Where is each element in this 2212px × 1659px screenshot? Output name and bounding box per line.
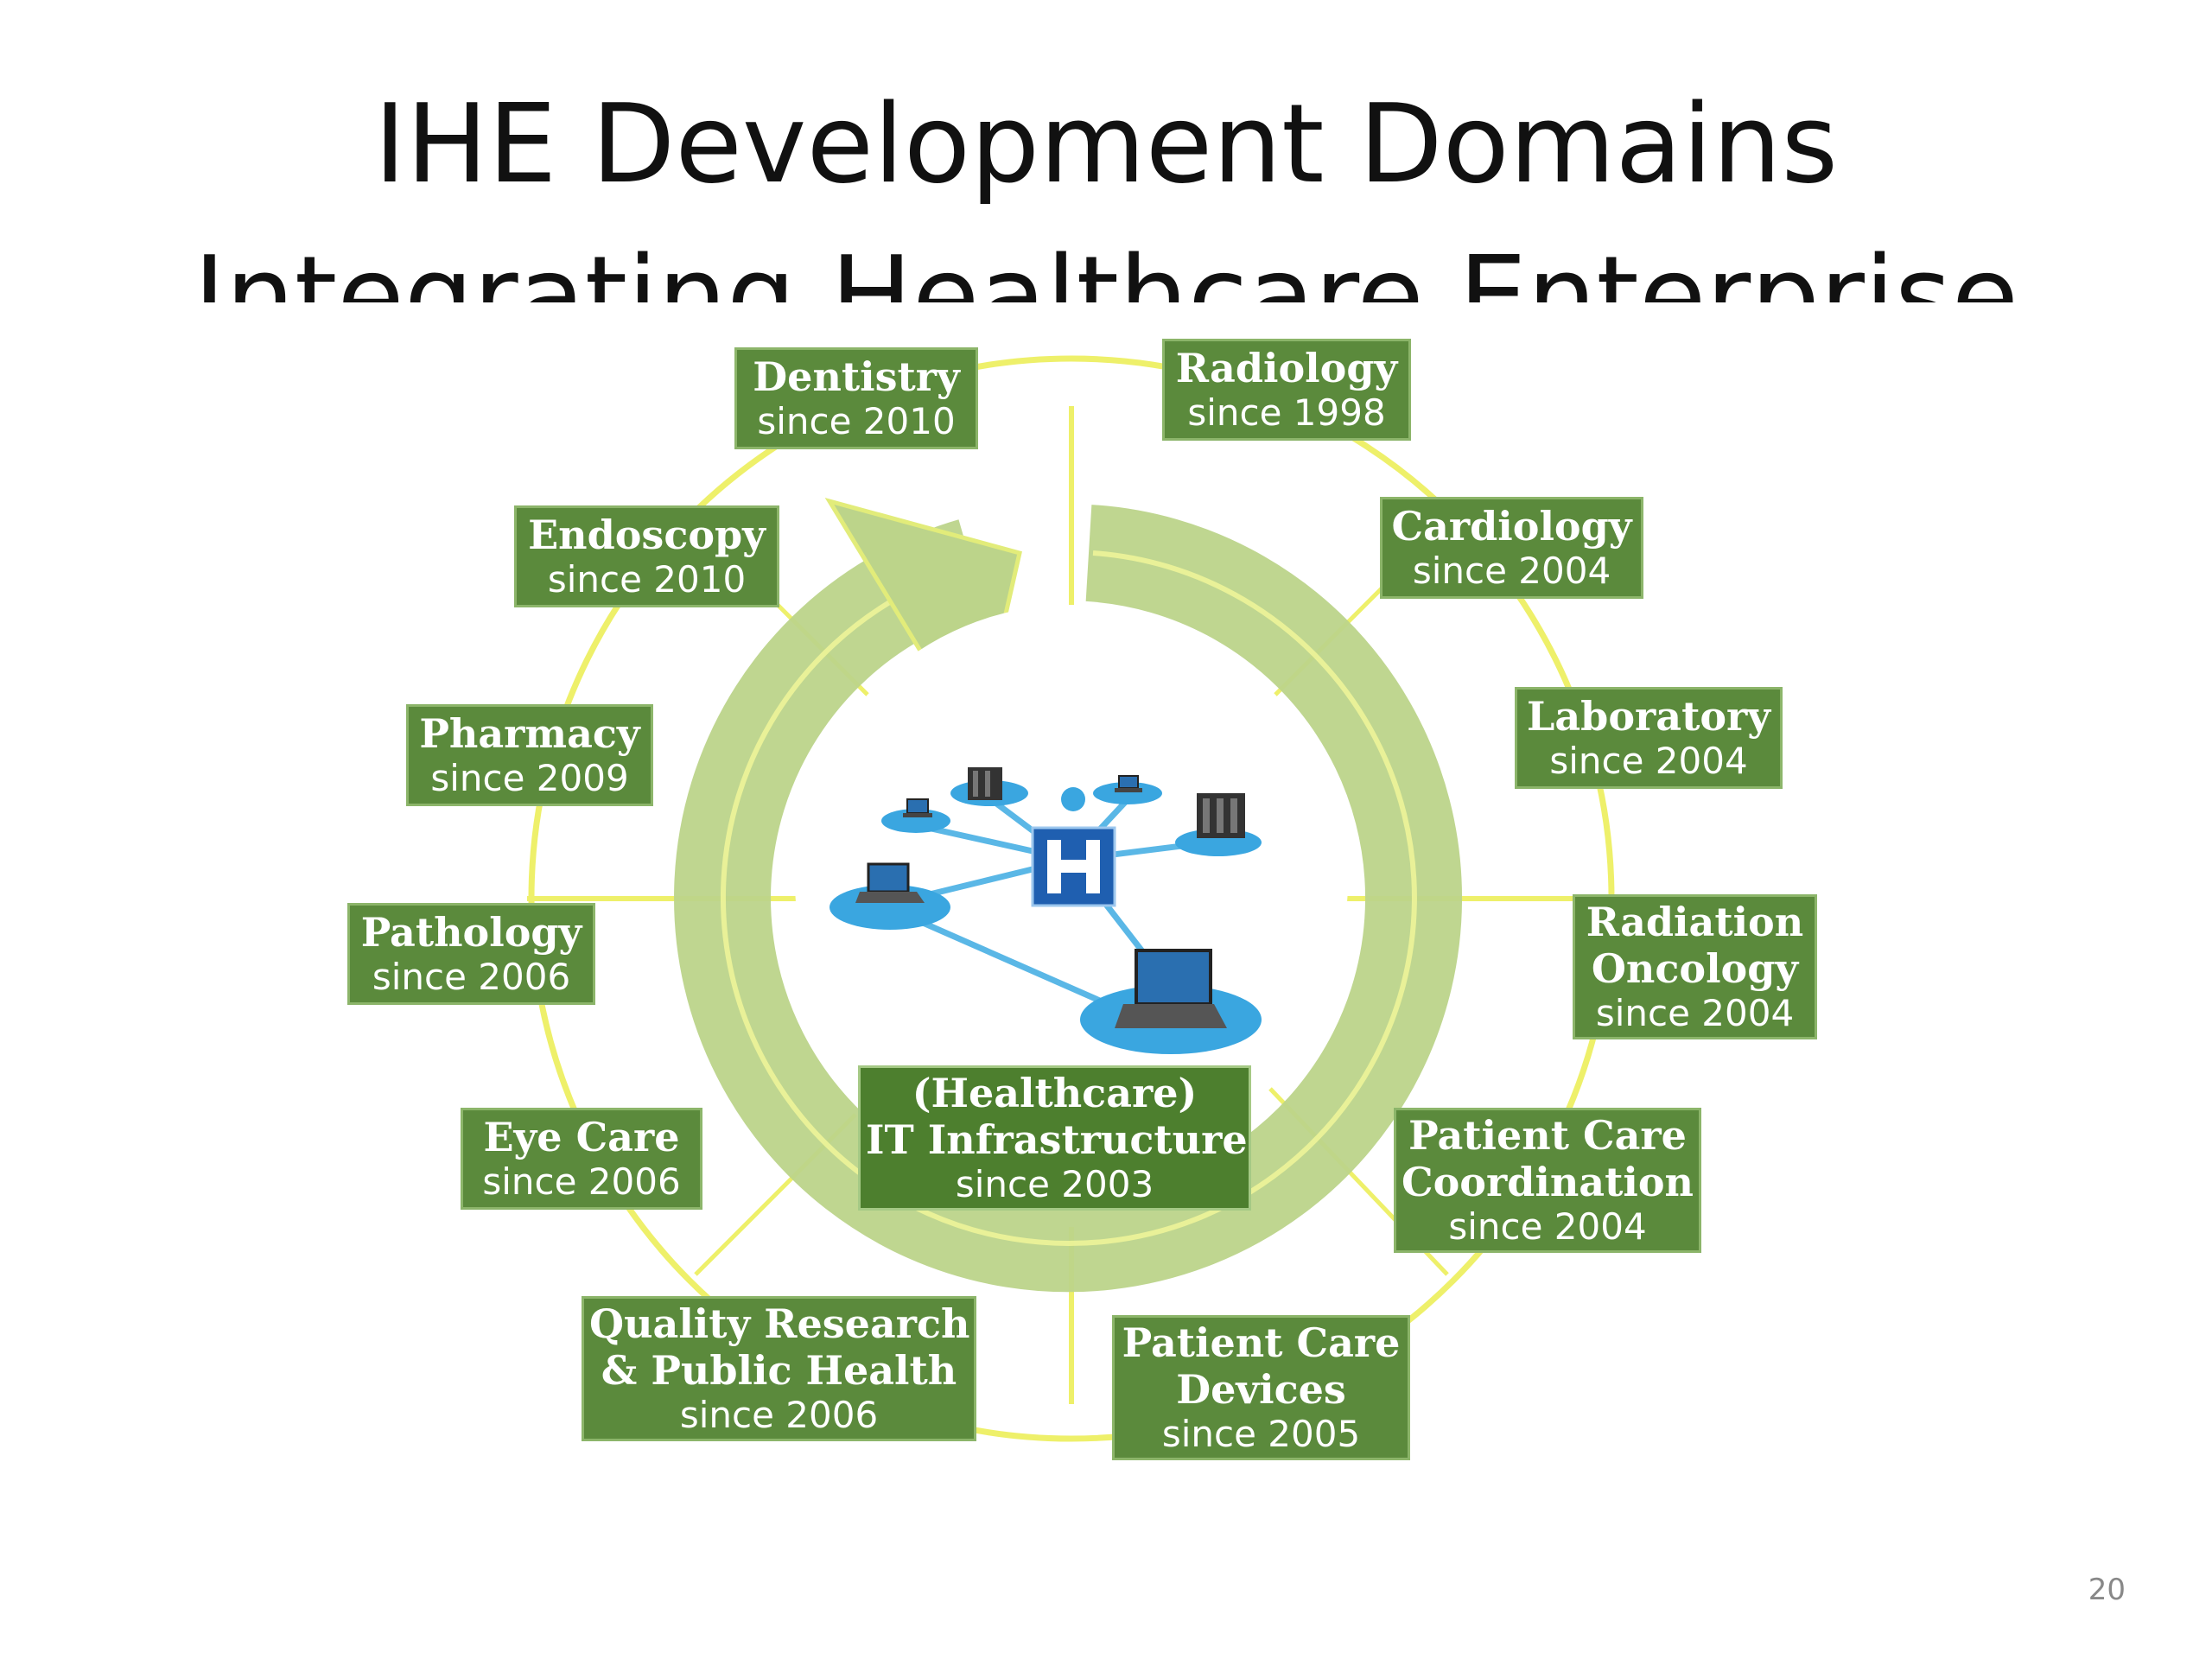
laptop-icon — [1115, 949, 1227, 1028]
page-number: 20 — [2088, 1573, 2126, 1607]
slide-subtitle-clip: Integrating Healthcare Enterprise — [0, 216, 2212, 302]
domain-box-dentistry: Dentistry since 2010 — [734, 347, 978, 449]
domain-box-patient-care-coordination: Patient Care Coordination since 2004 — [1394, 1108, 1701, 1253]
domain-name: Endoscopy — [528, 512, 766, 558]
domain-name: Eye Care — [483, 1114, 680, 1160]
domain-name: Cardiology — [1391, 503, 1632, 550]
slide-title: IHE Development Domains — [373, 80, 1839, 207]
domain-since: since 2003 — [955, 1163, 1154, 1205]
domain-box-pathology: Pathology since 2006 — [347, 903, 595, 1005]
domain-name-line-2: Devices — [1176, 1366, 1346, 1413]
domain-name-line-2: & Public Health — [601, 1347, 957, 1394]
domain-name: Pharmacy — [419, 710, 640, 757]
domain-since: since 1998 — [1187, 391, 1386, 434]
domain-name-line-1: Quality Research — [589, 1300, 970, 1347]
domain-box-radiation-oncology: Radiation Oncology since 2004 — [1573, 894, 1817, 1039]
domain-name-line-2: IT Infrastructure — [866, 1116, 1248, 1163]
domain-since: since 2009 — [430, 757, 629, 799]
domain-box-eye-care: Eye Care since 2006 — [461, 1108, 702, 1210]
domain-box-endoscopy: Endoscopy since 2010 — [514, 505, 779, 607]
domain-box-cardiology: Cardiology since 2004 — [1380, 497, 1643, 599]
domain-since: since 2006 — [679, 1394, 879, 1436]
domain-box-it-infrastructure: (Healthcare) IT Infrastructure since 200… — [858, 1065, 1251, 1211]
domain-name-line-1: Patient Care — [1122, 1319, 1401, 1366]
domain-since: since 2005 — [1161, 1413, 1361, 1455]
domain-box-quality-research: Quality Research & Public Health since 2… — [582, 1296, 976, 1441]
domain-name: Radiology — [1175, 345, 1398, 391]
domain-name-line-1: (Healthcare) — [912, 1070, 1198, 1116]
domain-name-line-1: Radiation — [1586, 899, 1804, 945]
domain-name-line-1: Patient Care — [1408, 1112, 1687, 1159]
laptop-icon — [855, 862, 925, 903]
domain-since: since 2006 — [372, 956, 571, 998]
globe-icon — [1061, 787, 1085, 811]
domain-since: since 2004 — [1549, 740, 1748, 782]
domain-name: Laboratory — [1527, 693, 1770, 740]
domain-since: since 2010 — [757, 400, 956, 442]
domain-since: since 2006 — [482, 1160, 681, 1203]
domain-since: since 2010 — [547, 558, 747, 601]
domain-box-radiology: Radiology since 1998 — [1162, 339, 1411, 441]
hospital-sign-icon — [1031, 826, 1116, 907]
domain-name: Dentistry — [753, 353, 960, 400]
server-icon — [1197, 793, 1245, 838]
laptop-icon — [903, 798, 932, 817]
domain-since: since 2004 — [1412, 550, 1611, 592]
domain-since: since 2004 — [1448, 1205, 1647, 1248]
slide-subtitle: Integrating Healthcare Enterprise — [193, 232, 2019, 302]
domain-name: Pathology — [360, 909, 582, 956]
domain-box-pharmacy: Pharmacy since 2009 — [406, 704, 653, 806]
domain-name-line-2: Oncology — [1591, 945, 1799, 992]
domain-since: since 2004 — [1595, 992, 1795, 1034]
domain-box-patient-care-devices: Patient Care Devices since 2005 — [1112, 1315, 1410, 1460]
domain-name-line-2: Coordination — [1402, 1159, 1694, 1205]
laptop-icon — [1115, 775, 1142, 792]
domain-box-laboratory: Laboratory since 2004 — [1515, 687, 1783, 789]
server-icon — [968, 767, 1002, 800]
hospital-network-icon — [795, 605, 1348, 1158]
